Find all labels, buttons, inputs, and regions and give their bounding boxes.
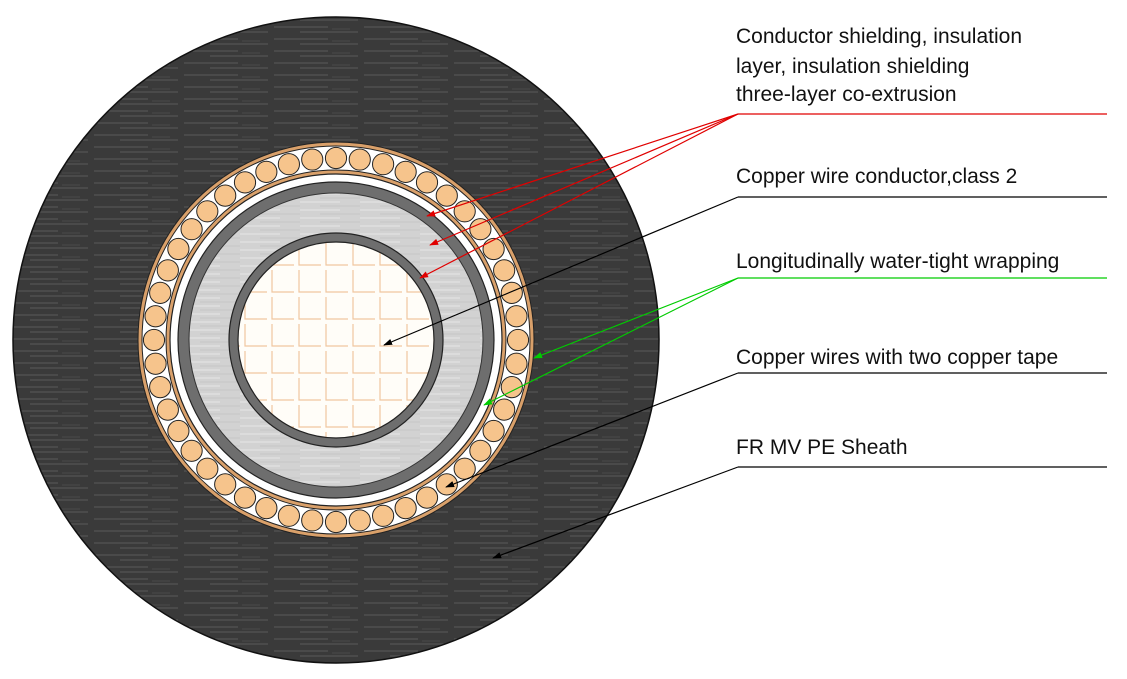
wrapping-leader [483, 277, 1107, 406]
shielding-arrow-insulation-screen [426, 113, 739, 217]
shielding-label-line3: three-layer co-extrusion [736, 83, 957, 106]
copper-screen-wire [394, 160, 417, 183]
copper-conductor [237, 241, 435, 439]
copper-screen-wire [324, 510, 348, 534]
screen-label: Copper wires with two copper tape [736, 346, 1058, 369]
shielding-label-line1: Conductor shielding, insulation [736, 25, 1022, 48]
copper-screen-wire [505, 305, 528, 328]
copper-screen-wire [453, 200, 476, 223]
copper-screen-wire [372, 153, 395, 176]
copper-screen-wire [142, 328, 166, 352]
copper-screen-wire [506, 328, 530, 352]
copper-screen-wire [301, 509, 324, 532]
copper-screen-wire [156, 259, 179, 282]
copper-screen-wire [180, 439, 203, 462]
wrapping-label: Longitudinally water-tight wrapping [736, 250, 1059, 273]
copper-screen-wire [301, 148, 324, 171]
copper-screen-wire [255, 497, 278, 520]
copper-screen-wire [277, 504, 300, 527]
copper-screen-wire [394, 497, 417, 520]
copper-screen-wire [144, 352, 167, 375]
copper-screen-wire [453, 457, 476, 480]
copper-screen-wire [196, 200, 219, 223]
copper-screen-wire [493, 398, 516, 421]
copper-screen-wire [372, 504, 395, 527]
copper-screen-wire [324, 146, 348, 170]
conductor-label: Copper wire conductor,class 2 [736, 165, 1017, 188]
copper-screen-wire [500, 376, 523, 399]
conductor-leader [383, 196, 1107, 346]
copper-screen-wire [277, 153, 300, 176]
copper-screen-wires [142, 146, 530, 534]
copper-screen-wire [348, 148, 371, 171]
copper-screen-wire [233, 486, 257, 509]
copper-screen-wire [167, 237, 190, 261]
copper-screen-wire [505, 352, 528, 375]
copper-screen-wire [415, 171, 439, 194]
copper-screen-wire [469, 218, 492, 241]
copper-screen-wire [415, 486, 439, 509]
copper-screen-wire [167, 419, 190, 443]
copper-screen-wire [156, 398, 179, 421]
copper-screen-wire [196, 457, 219, 480]
shielding-arrow-conductor-screen [419, 113, 739, 279]
copper-screen-wire [233, 171, 257, 194]
shielding-label-line2: layer, insulation shielding [736, 55, 969, 78]
copper-screen-wire [469, 439, 492, 462]
copper-screen-wire [149, 376, 172, 399]
copper-screen-wire [493, 259, 516, 282]
copper-screen-wire [255, 160, 278, 183]
screen-leader [445, 372, 1107, 488]
copper-screen-wire [348, 509, 371, 532]
wrapping-arrow-inner [483, 277, 739, 406]
copper-screen-wire [482, 237, 505, 261]
copper-screen-wire [435, 184, 458, 207]
sheath-label: FR MV PE Sheath [736, 436, 908, 459]
copper-screen-wire [144, 305, 167, 328]
shielding-leader [419, 113, 1107, 279]
copper-screen-wire [214, 473, 237, 496]
copper-screen-wire [500, 281, 523, 304]
copper-screen-wire [149, 281, 172, 304]
wrapping-arrow-outer [533, 277, 739, 359]
copper-screen-wire [214, 184, 237, 207]
sheath-leader [492, 466, 1107, 559]
shielding-arrow-insulation [429, 113, 739, 246]
copper-screen-wire [180, 218, 203, 241]
copper-screen-wire [482, 419, 505, 443]
